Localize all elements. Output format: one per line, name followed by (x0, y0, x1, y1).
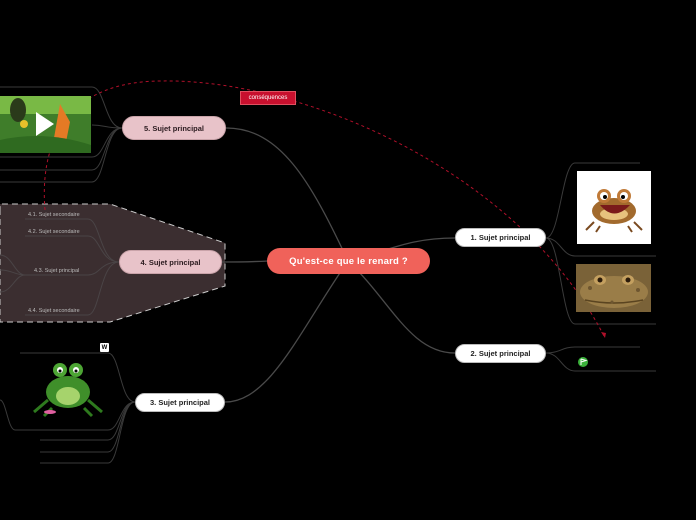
relationship-line (43, 80, 606, 339)
relationship-label[interactable]: conséquences (240, 91, 296, 105)
topic-2[interactable]: 2. Sujet principal (455, 344, 546, 363)
fox-video-thumbnail[interactable] (0, 96, 91, 153)
topic-1[interactable]: 1. Sujet principal (455, 228, 546, 247)
subtopic-4-1[interactable]: 4.1. Sujet secondaire (28, 212, 80, 218)
subtopic-4-4[interactable]: 4.4. Sujet secondaire (28, 308, 80, 314)
subtopic-4-3[interactable]: 4.3. Sujet principal (34, 268, 80, 274)
topic-5[interactable]: 5. Sujet principal (122, 116, 226, 140)
connector-central-t3 (224, 260, 349, 403)
green-frog-image[interactable] (33, 363, 103, 418)
flag-icon (578, 357, 588, 367)
connector-central-t5 (225, 127, 349, 262)
toad-photo-image[interactable] (576, 264, 651, 312)
topic-3[interactable]: 3. Sujet principal (135, 393, 225, 412)
toad-cartoon-image[interactable] (577, 171, 651, 244)
central-topic[interactable]: Qu'est-ce que le renard ? (267, 248, 430, 274)
connector-central-t4 (221, 260, 269, 263)
connector-central-t2 (347, 260, 456, 354)
subtopic-4-2[interactable]: 4.2. Sujet secondaire (28, 229, 80, 235)
topic-4[interactable]: 4. Sujet principal (119, 250, 222, 274)
wikipedia-badge-icon[interactable]: W (100, 343, 109, 352)
